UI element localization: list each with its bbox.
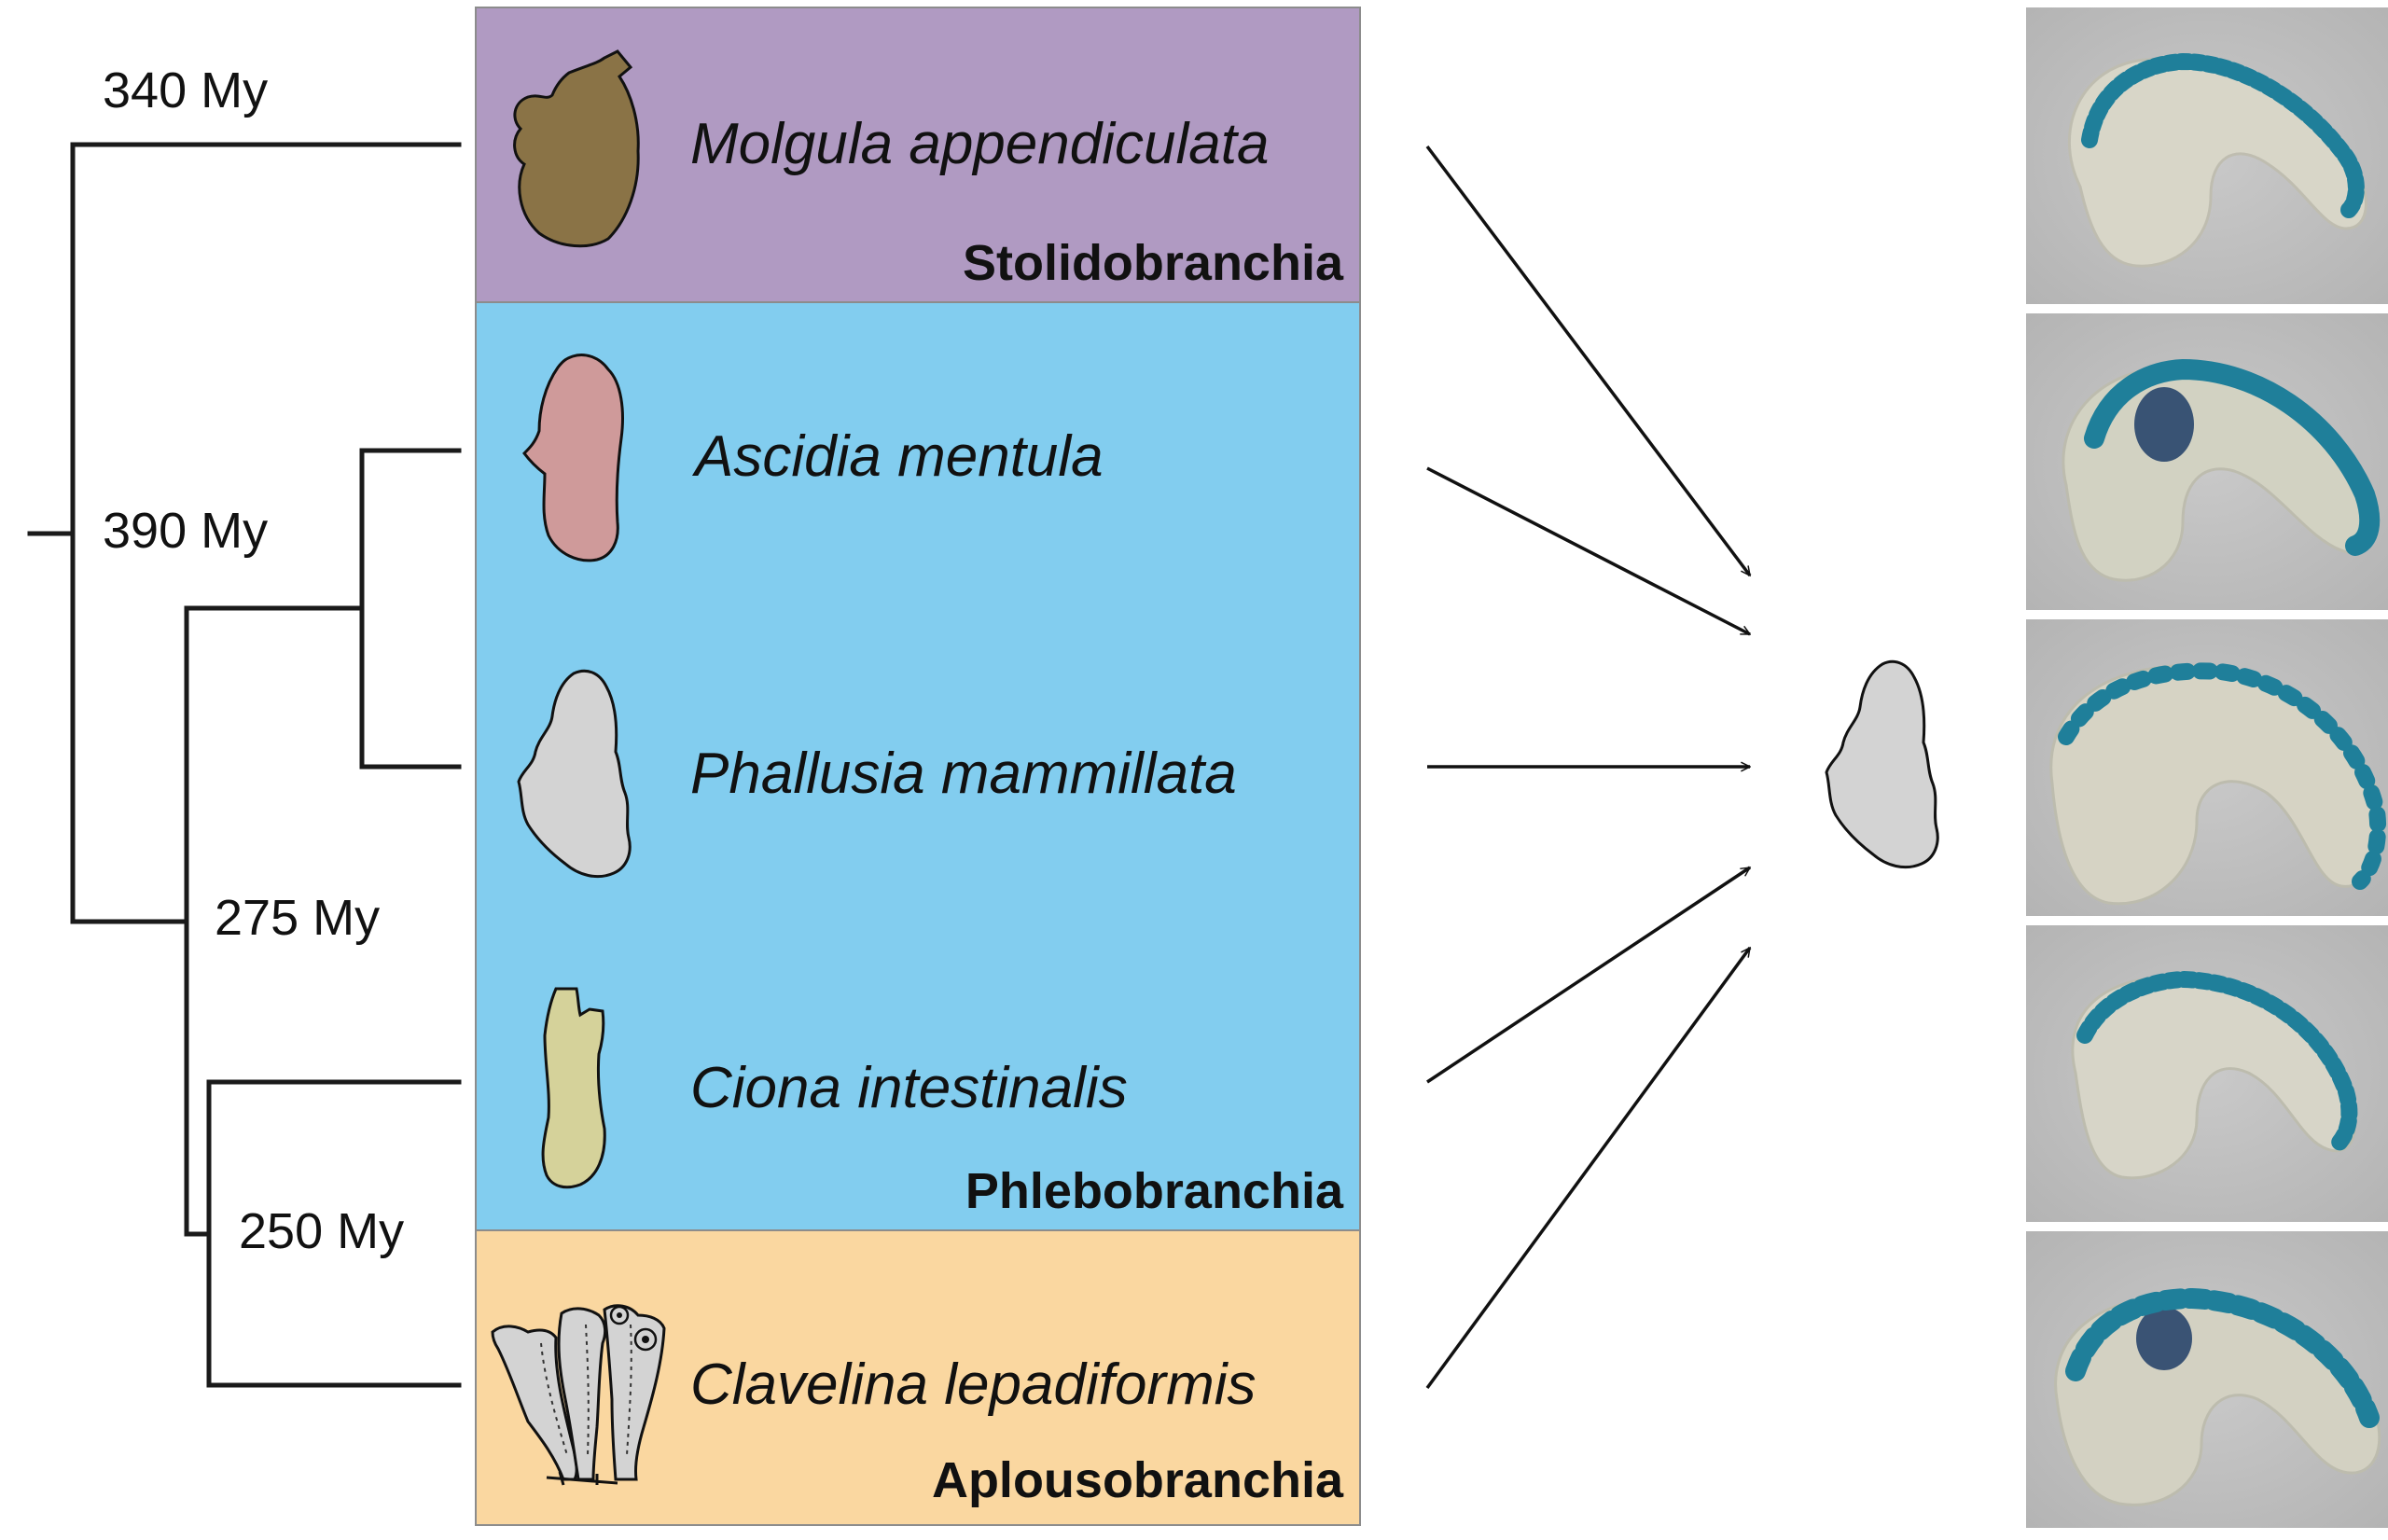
- ascidia-silhouette: [522, 354, 624, 562]
- clavelina-silhouette: [491, 1304, 666, 1486]
- arrow-clavelina-to-target: [1425, 948, 1752, 1390]
- embryo-panel-phallusia: [2026, 619, 2388, 916]
- embryo-stain-ascidia: [2084, 358, 2381, 556]
- species-name-ciona: Ciona intestinalis: [690, 1056, 1128, 1120]
- species-name-clavelina: Clavelina lepadiformis: [690, 1353, 1256, 1417]
- embryo-panel-ascidia: [2026, 313, 2388, 610]
- arrow-molgula-to-target: [1425, 145, 1752, 576]
- embryo-panel-column: [2026, 7, 2388, 1528]
- embryo-panel-ciona: [2026, 925, 2388, 1222]
- species-silhouettes: [491, 49, 666, 1486]
- species-name-ascidia: Ascidia mentula: [691, 424, 1104, 489]
- species-name-phallusia: Phallusia mammillata: [690, 742, 1237, 806]
- species-name-molgula: Molgula appendiculata: [690, 112, 1269, 176]
- embryo-stain-molgula: [2081, 52, 2365, 218]
- divergence-label-340: 340 My: [103, 62, 268, 118]
- embryo-stain-ciona: [2076, 970, 2358, 1154]
- embryo-stain-clavelina: [2065, 1287, 2380, 1428]
- ciona-silhouette: [541, 987, 606, 1189]
- arrow-ascidia-to-target: [1426, 466, 1750, 636]
- clade-label-stolidobranchia: Stolidobranchia: [963, 235, 1344, 291]
- divergence-label-250: 250 My: [239, 1203, 404, 1259]
- molgula-silhouette: [513, 49, 640, 248]
- phallusia-silhouette: [517, 669, 632, 879]
- clade-label-phlebobranchia: Phlebobranchia: [965, 1163, 1344, 1219]
- phylogenetic-tree: 340 My 390 My 275 My 250 My: [27, 62, 462, 1388]
- divergence-label-275: 275 My: [215, 890, 380, 946]
- embryo-panel-molgula: [2026, 7, 2388, 304]
- clade-block-phlebobranchia: [475, 301, 1361, 1231]
- species-names: Molgula appendiculata Ascidia mentula Ph…: [690, 112, 1269, 1417]
- target-phallusia-silhouette: [1825, 659, 1939, 869]
- embryo-panel-clavelina: [2026, 1231, 2388, 1528]
- embryo-stain-phallusia: [2058, 662, 2387, 890]
- arrow-ciona-to-target: [1426, 866, 1750, 1084]
- clade-label-aplousobranchia: Aplousobranchia: [932, 1452, 1344, 1508]
- divergence-label-390: 390 My: [103, 503, 268, 559]
- transfer-arrows: [1425, 145, 1752, 1390]
